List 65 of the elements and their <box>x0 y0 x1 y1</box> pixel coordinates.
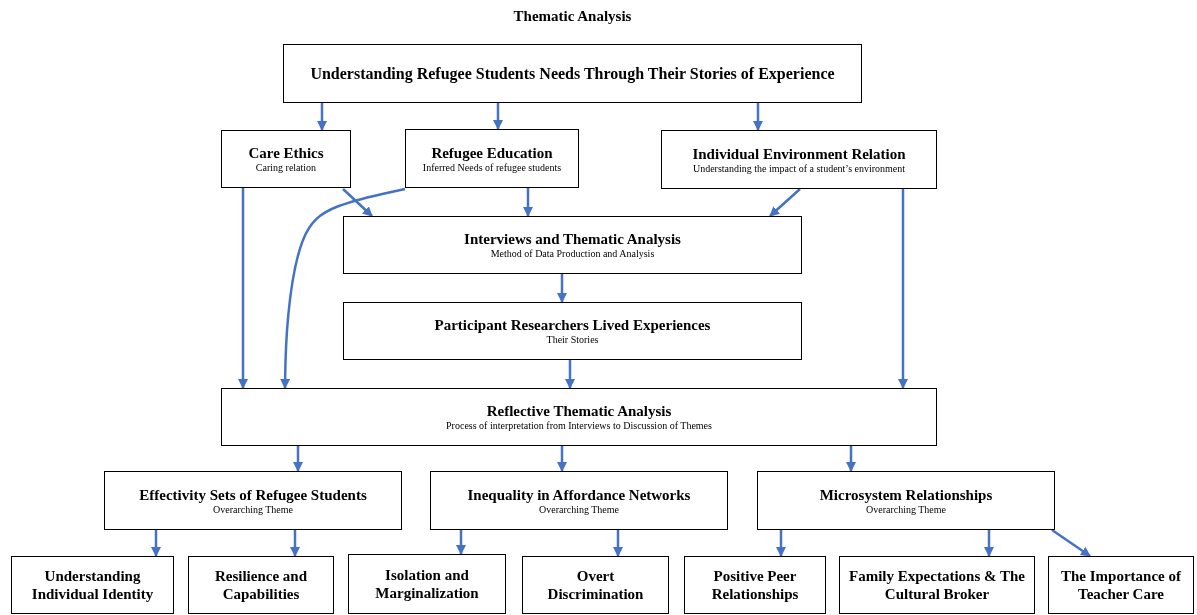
arrow <box>984 530 994 557</box>
process-box <box>661 130 937 189</box>
box-heading: Resilience and Capabilities <box>213 567 309 603</box>
arrow <box>769 188 801 217</box>
process-box <box>757 471 1055 530</box>
arrow <box>456 530 466 555</box>
arrow <box>753 103 763 131</box>
box-subtitle: Overarching Theme <box>538 503 620 516</box>
process-box <box>405 129 579 188</box>
arrow <box>523 188 533 217</box>
box-heading: Family Expectations & The Cultural Broker <box>848 567 1026 603</box>
box-heading: Reflective Thematic Analysis <box>486 402 672 420</box>
process-box <box>221 130 351 188</box>
theme-box <box>188 556 334 614</box>
theme-box <box>522 556 669 614</box>
arrow <box>290 530 300 557</box>
box-heading: Isolation and Marginalization <box>374 566 480 602</box>
box-subtitle: Their Stories <box>546 334 599 346</box>
box-heading: Refugee Education <box>431 143 553 162</box>
arrow <box>151 530 161 557</box>
box-heading: Overt Discrimination <box>546 567 645 603</box>
arrow <box>557 446 567 472</box>
arrow <box>280 187 406 389</box>
box-heading: Individual Environment Relation <box>692 144 906 163</box>
arrow <box>898 189 908 389</box>
process-box <box>343 216 802 274</box>
box-heading: Care Ethics <box>248 144 324 162</box>
box-heading: Microsystem Relationships <box>819 485 993 504</box>
arrow <box>1051 528 1091 558</box>
box-subtitle: Method of Data Production and Analysis <box>490 248 655 260</box>
arrow <box>317 103 327 131</box>
arrow <box>613 530 623 557</box>
box-subtitle: Process of interpretation from Interviews to Discussion of Themes <box>446 420 712 432</box>
box-subtitle: Inferred Needs of refugee students <box>422 161 562 174</box>
process-box <box>283 44 862 103</box>
arrow <box>238 188 248 389</box>
box-subtitle: Overarching Theme <box>212 503 294 516</box>
arrow <box>565 360 575 389</box>
arrow <box>776 530 786 557</box>
process-box <box>430 471 728 530</box>
theme-box <box>684 556 826 614</box>
arrow <box>293 446 303 472</box>
arrow <box>493 103 503 130</box>
box-heading: Understanding Refugee Students Needs Through Their Stories of Experience <box>310 64 835 83</box>
theme-box <box>839 556 1035 614</box>
process-box <box>343 302 802 360</box>
box-heading: The Importance of Teacher Care <box>1060 567 1182 603</box>
process-box <box>104 471 402 530</box>
box-subtitle: Understanding the impact of a student’s environment <box>692 162 906 175</box>
diagram-title: Thematic Analysis <box>512 8 633 25</box>
process-box <box>221 388 937 446</box>
arrow <box>846 446 856 472</box>
box-heading: Effectivity Sets of Refugee Students <box>139 485 367 504</box>
box-heading: Participant Researchers Lived Experiences <box>434 316 711 334</box>
box-heading: Understanding Individual Identity <box>30 567 155 603</box>
box-heading: Positive Peer Relationships <box>710 567 800 603</box>
theme-box <box>348 554 506 614</box>
theme-box <box>1048 556 1194 614</box>
arrow <box>342 188 373 217</box>
theme-box <box>11 556 174 614</box>
box-heading: Interviews and Thematic Analysis <box>464 230 681 248</box>
box-heading: Inequality in Affordance Networks <box>467 485 691 504</box>
box-subtitle: Overarching Theme <box>865 503 947 516</box>
arrow <box>557 274 567 303</box>
box-subtitle: Caring relation <box>255 162 317 174</box>
